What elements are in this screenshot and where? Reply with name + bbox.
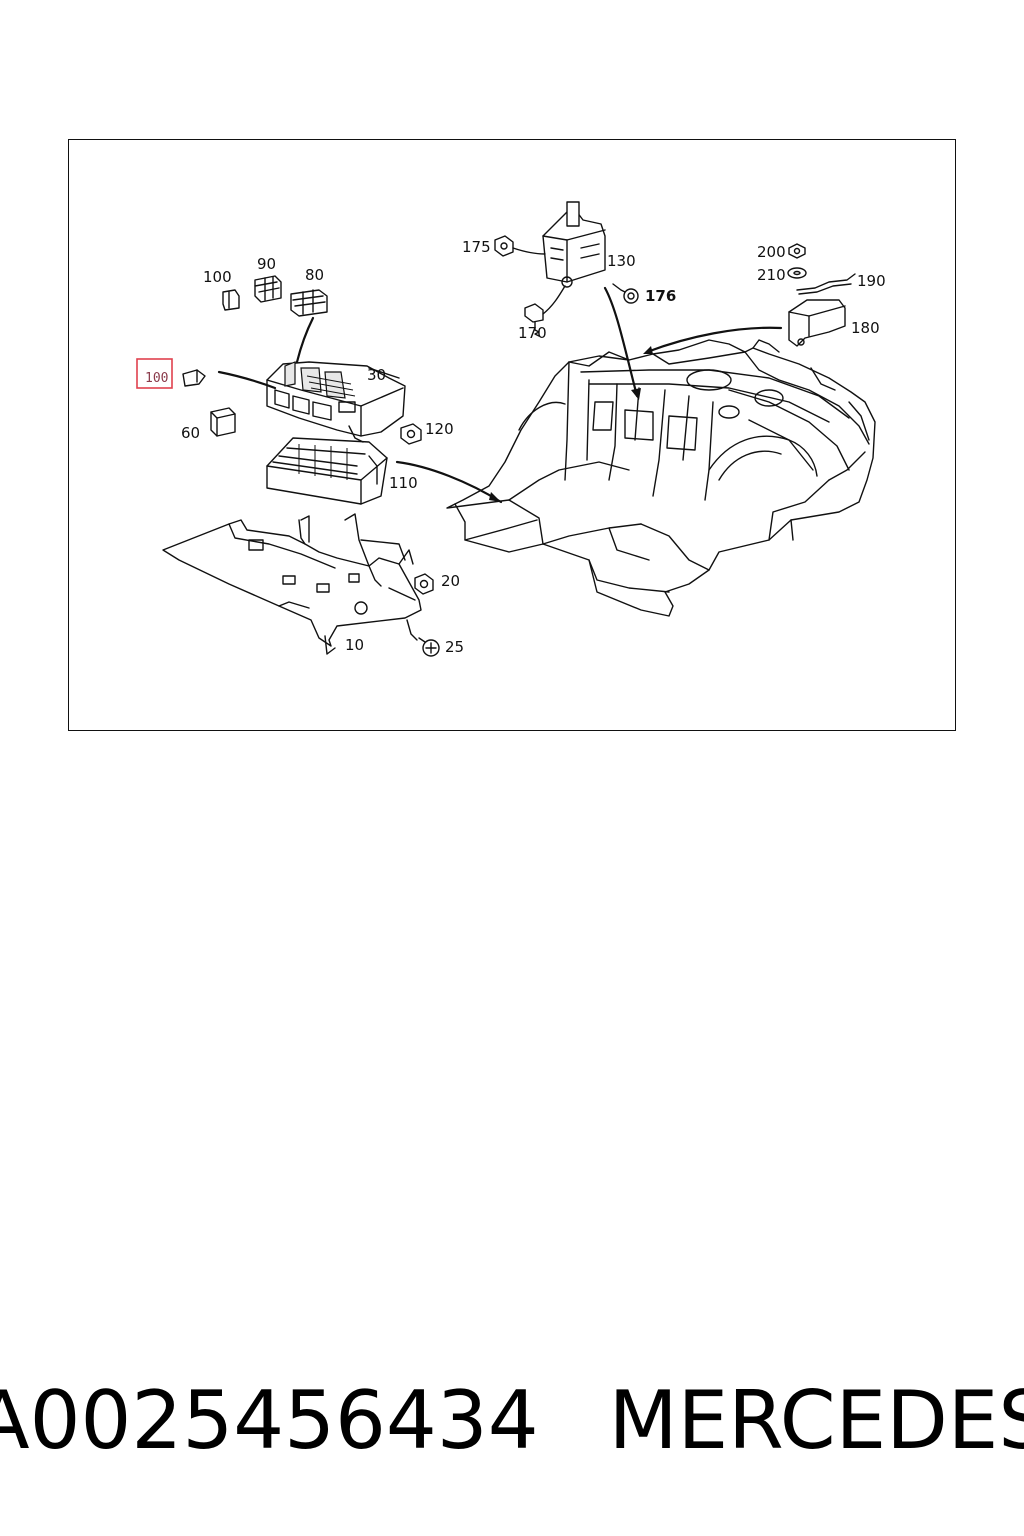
highlight-box-100	[136, 358, 173, 389]
nut-20	[414, 573, 434, 595]
control-module-110	[266, 437, 388, 505]
nut-175	[494, 235, 546, 257]
bracket-190	[796, 273, 856, 295]
nut-120	[400, 423, 422, 445]
callout-130: 130	[607, 252, 636, 270]
mounting-bracket-10	[162, 513, 422, 655]
callout-20: 20	[441, 572, 460, 590]
parts-diagram-frame: 100 90 80 100 30 60 120 110 20 10 25 175…	[68, 139, 956, 731]
callout-30: 30	[367, 366, 386, 384]
nut-200	[788, 243, 806, 259]
washer-210	[787, 267, 807, 279]
part-caption: A0025456434 MERCEDES	[0, 1370, 1024, 1470]
callout-60: 60	[181, 424, 200, 442]
sensor-180	[788, 299, 846, 347]
screw-176	[612, 283, 639, 304]
callout-175: 175	[462, 238, 491, 256]
callout-120: 120	[425, 420, 454, 438]
callout-100-top: 100	[203, 268, 232, 286]
callout-110: 110	[389, 474, 418, 492]
fuse-holder-90	[254, 275, 282, 303]
callout-25: 25	[445, 638, 464, 656]
callout-176: 176	[645, 287, 676, 305]
callout-10: 10	[345, 636, 364, 654]
relay-60	[210, 407, 236, 437]
callout-200: 200	[757, 243, 786, 261]
callout-170: 170	[518, 324, 547, 342]
parts-diagram: 100 90 80 100 30 60 120 110 20 10 25 175…	[136, 201, 886, 657]
arrow-head-130	[631, 388, 641, 400]
callout-180: 180	[851, 319, 880, 337]
fuse-100-small	[182, 369, 206, 387]
fuse-holder-80	[290, 289, 328, 317]
car-body-floor-pan	[446, 339, 876, 617]
fuse-100-top	[222, 289, 240, 311]
brand-name: MERCEDES	[608, 1373, 1024, 1467]
callout-100-highlighted: 100	[145, 371, 168, 386]
callout-90: 90	[257, 255, 276, 273]
part-number: A0025456434	[0, 1373, 539, 1467]
arrow-head-110	[489, 492, 501, 502]
callout-210: 210	[757, 266, 786, 284]
callout-190: 190	[857, 272, 886, 290]
sensor-module-130	[542, 201, 606, 288]
arrow-head-180	[643, 346, 653, 354]
callout-80: 80	[305, 266, 324, 284]
screw-25	[418, 637, 440, 657]
bolt-170	[524, 285, 566, 337]
fuse-relay-box-30	[266, 361, 406, 443]
